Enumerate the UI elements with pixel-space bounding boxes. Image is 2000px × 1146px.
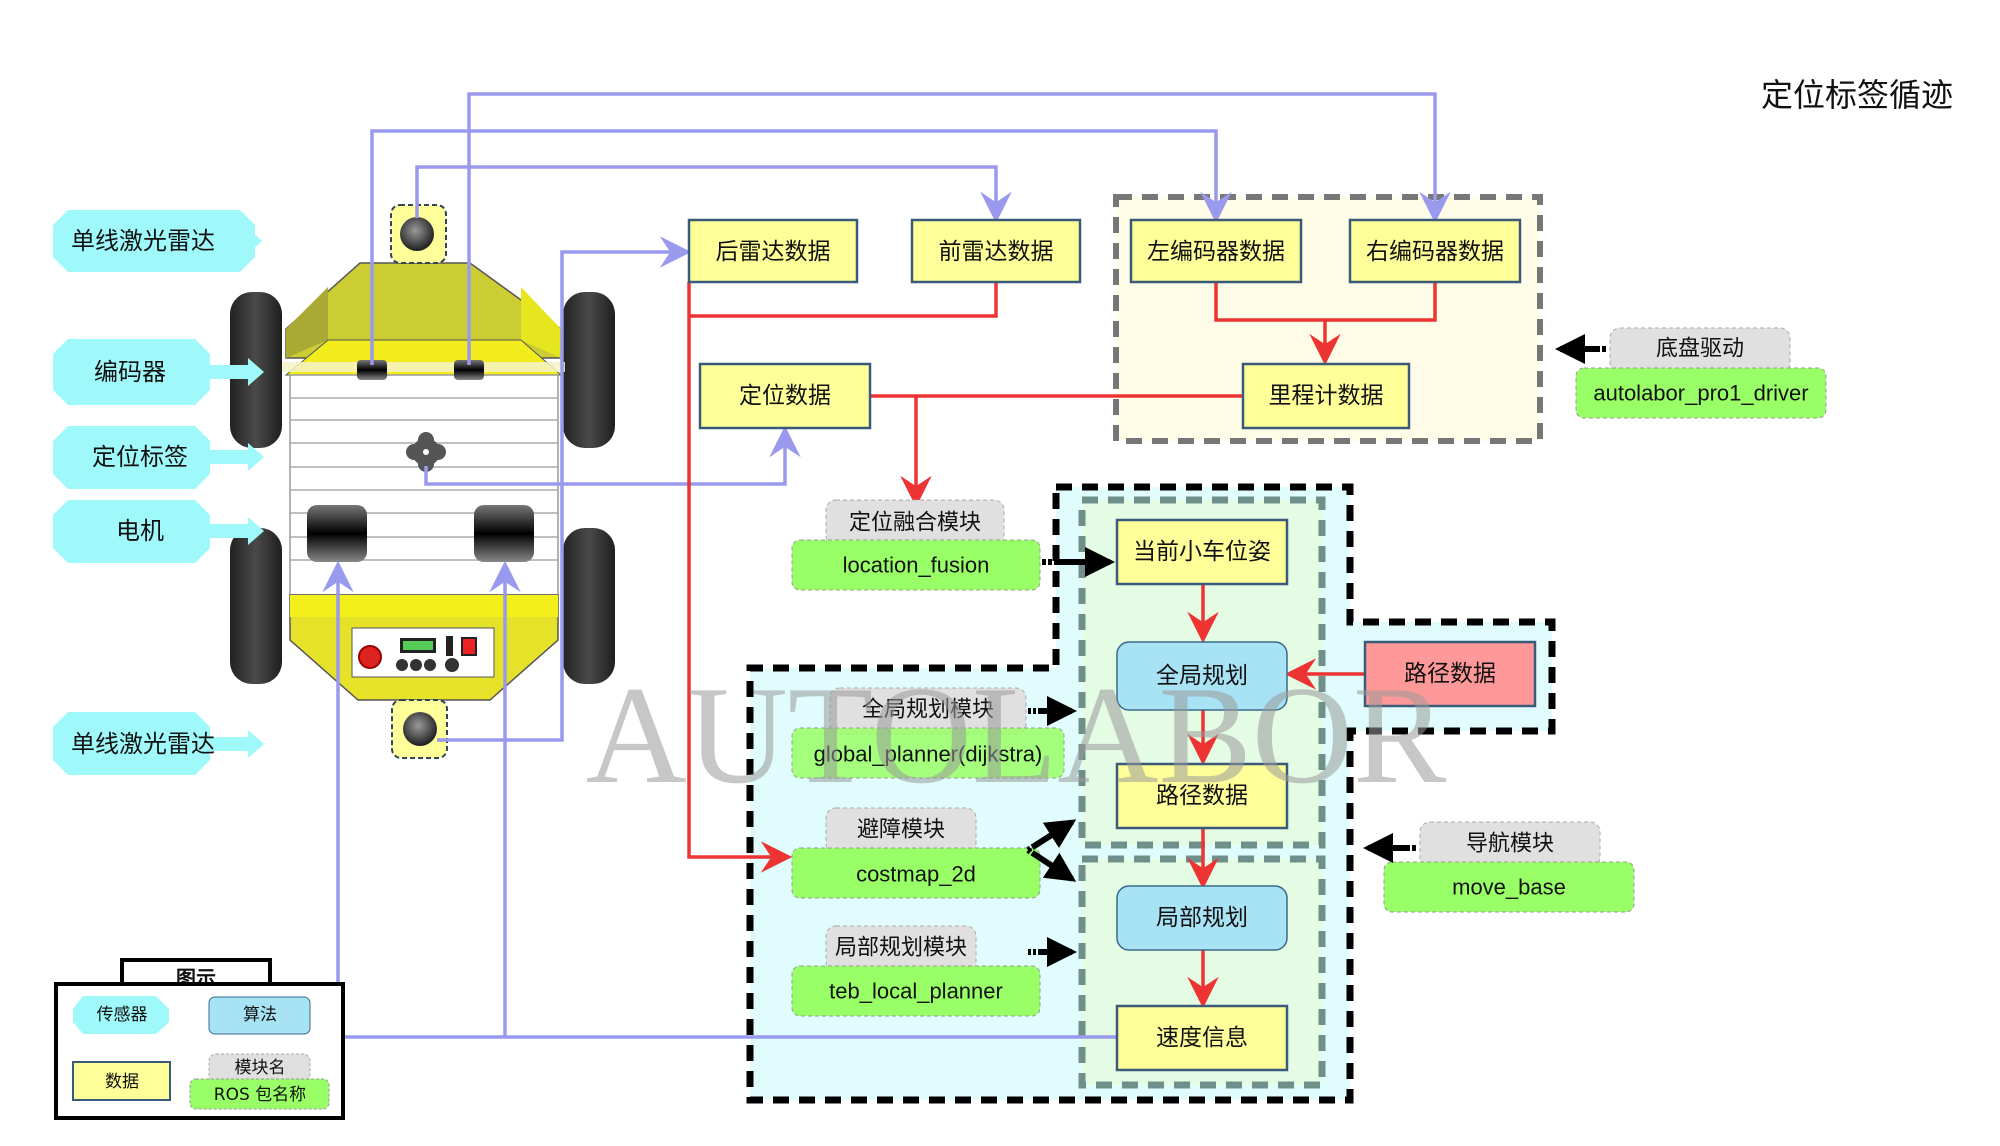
sensor-label-encoder: 编码器 (53, 339, 264, 405)
legend-data: 数据 (72, 1061, 171, 1101)
svg-text:路径数据: 路径数据 (1404, 661, 1496, 687)
algorithm-local-planning: 局部规划 (1116, 885, 1288, 951)
module-obstacle-avoidance: 避障模块 costmap_2d (791, 807, 1041, 899)
right-motor-icon (474, 505, 534, 562)
svg-text:数据: 数据 (105, 1072, 139, 1092)
svg-text:定位标签: 定位标签 (92, 443, 188, 471)
svg-text:导航模块: 导航模块 (1466, 832, 1554, 857)
data-box-current-pose: 当前小车位姿 (1115, 518, 1289, 586)
link-positioning-tag (424, 425, 801, 486)
svg-text:电机: 电机 (116, 517, 164, 545)
legend: 图示 传感器 算法 数据 模块名 ROS 包名称 (54, 958, 345, 1120)
module-navigation: 导航模块 move_base (1383, 821, 1635, 913)
legend-sensor: 传感器 (73, 996, 169, 1034)
page-title: 定位标签循迹 (1761, 76, 1953, 114)
svg-text:后雷达数据: 后雷达数据 (716, 239, 831, 265)
sensor-links (322, 92, 1451, 1039)
svg-text:避障模块: 避障模块 (857, 818, 945, 843)
left-encoder-icon (357, 360, 387, 380)
svg-text:global_planner(dijkstra): global_planner(dijkstra) (814, 742, 1043, 767)
algorithm-global-planning: 全局规划 (1116, 641, 1288, 711)
svg-text:定位数据: 定位数据 (739, 383, 831, 409)
data-box-front-radar: 前雷达数据 (910, 218, 1082, 284)
data-box-velocity: 速度信息 (1115, 1004, 1289, 1072)
data-box-odometry: 里程计数据 (1241, 362, 1411, 430)
link-right-encoder (467, 92, 1451, 365)
svg-text:定位融合模块: 定位融合模块 (849, 511, 981, 536)
svg-text:传感器: 传感器 (97, 1005, 148, 1025)
module-links (1026, 334, 1606, 967)
legend-algorithm: 算法 (208, 996, 311, 1035)
svg-text:左编码器数据: 左编码器数据 (1147, 239, 1285, 265)
legend-module: 模块名 ROS 包名称 (189, 1053, 330, 1110)
svg-text:location_fusion: location_fusion (843, 553, 990, 578)
flow-front-radar-join (689, 282, 998, 318)
data-box-localization: 定位数据 (698, 362, 872, 430)
svg-text:算法: 算法 (243, 1005, 277, 1025)
rear-right-tire (563, 528, 615, 684)
svg-text:autolabor_pro1_driver: autolabor_pro1_driver (1593, 381, 1808, 406)
svg-text:前雷达数据: 前雷达数据 (939, 239, 1054, 265)
svg-text:里程计数据: 里程计数据 (1269, 383, 1384, 409)
link-costmap-global (1026, 819, 1077, 853)
module-chassis-driver: 底盘驱动 autolabor_pro1_driver (1575, 327, 1827, 419)
module-location-fusion: 定位融合模块 location_fusion (791, 499, 1041, 591)
sensor-label-motor: 电机 (53, 500, 264, 563)
svg-text:单线激光雷达: 单线激光雷达 (71, 227, 215, 255)
svg-text:底盘驱动: 底盘驱动 (1656, 337, 1744, 362)
module-local-planner: 局部规划模块 teb_local_planner (791, 925, 1041, 1017)
svg-text:编码器: 编码器 (94, 358, 166, 386)
sensor-label-rear-lidar: 单线激光雷达 (53, 712, 264, 775)
svg-text:全局规划模块: 全局规划模块 (862, 698, 994, 723)
svg-text:模块名: 模块名 (235, 1058, 286, 1078)
link-front-lidar (415, 165, 1012, 224)
watermark: AUTOLABOR (586, 658, 1447, 813)
front-lidar-icon (390, 204, 447, 264)
positioning-tag-icon (406, 432, 446, 472)
sensor-label-front-lidar: 单线激光雷达 (53, 210, 262, 272)
svg-text:局部规划模块: 局部规划模块 (835, 936, 967, 961)
data-box-left-encoder: 左编码器数据 (1129, 218, 1303, 284)
svg-text:teb_local_planner: teb_local_planner (829, 979, 1003, 1004)
sensor-label-positioning-tag: 定位标签 (53, 426, 264, 489)
svg-text:速度信息: 速度信息 (1156, 1025, 1248, 1051)
rear-left-tire (230, 528, 282, 684)
svg-text:当前小车位姿: 当前小车位姿 (1133, 539, 1271, 565)
data-flows (687, 282, 1437, 1009)
link-costmap-local (1026, 847, 1077, 882)
emergency-stop-icon (358, 645, 382, 669)
data-box-right-encoder: 右编码器数据 (1348, 218, 1522, 284)
module-global-planner: 全局规划模块 global_planner(dijkstra) (791, 687, 1065, 779)
robot-chassis (230, 204, 615, 759)
svg-text:单线激光雷达: 单线激光雷达 (71, 730, 215, 758)
data-box-input-path: 路径数据 (1363, 640, 1537, 708)
rear-lidar-icon (391, 699, 448, 759)
svg-text:全局规划: 全局规划 (1156, 663, 1248, 689)
data-box-rear-radar: 后雷达数据 (687, 218, 859, 284)
svg-text:move_base: move_base (1452, 875, 1566, 900)
svg-text:局部规划: 局部规划 (1156, 905, 1248, 931)
svg-text:右编码器数据: 右编码器数据 (1366, 239, 1504, 265)
flow-radar-to-costmap (687, 282, 793, 873)
link-rear-lidar (437, 236, 692, 742)
svg-text:costmap_2d: costmap_2d (856, 862, 976, 887)
control-panel (351, 627, 495, 678)
svg-text:路径数据: 路径数据 (1156, 783, 1248, 809)
data-box-path-data: 路径数据 (1115, 762, 1289, 830)
svg-text:ROS 包名称: ROS 包名称 (214, 1085, 306, 1105)
front-right-tire (563, 292, 615, 448)
link-left-encoder (370, 129, 1232, 365)
right-encoder-icon (454, 360, 484, 380)
left-motor-icon (307, 505, 367, 562)
